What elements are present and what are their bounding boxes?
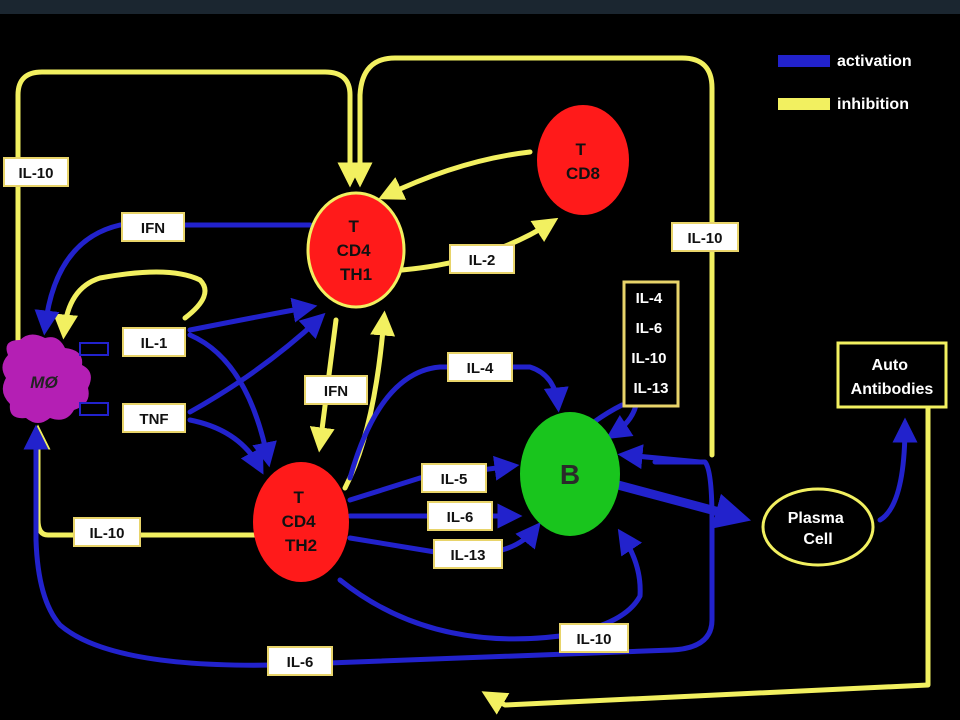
plasma-line-1: Plasma [788,510,844,527]
label-il10-left: IL-10 [3,157,69,187]
stack-il10: IL-10 [631,350,666,367]
macrophage-receptor-1 [79,342,109,356]
svg-text:T CD4 TH1: T CD4 TH1 [337,217,376,284]
svg-text:Auto Antibodies: Auto Antibodies [851,357,934,398]
label-il4: IL-4 [447,352,513,382]
label-ifn-top-text: IFN [141,220,165,237]
cd8-line-2: CD8 [566,164,600,183]
label-ifn-mid-text: IFN [324,383,348,400]
legend-activation-swatch [778,55,830,67]
arrow-stack-to-b-2 [591,402,625,425]
stack-il6: IL-6 [636,320,663,337]
label-il10-bottom-text: IL-10 [576,631,611,648]
macrophage-receptor-2 [79,402,109,416]
th2-line-1: T [293,488,304,507]
label-il13: IL-13 [433,539,503,569]
arrow-il10-b-to-th1 [347,55,715,458]
arrow-cd8-to-th1 [378,149,533,200]
legend-activation-label: activation [837,53,912,70]
legend-inhibition-label: inhibition [837,96,909,113]
arrow-il1-to-th1 [187,297,318,333]
node-th1: T CD4 TH1 [306,191,406,309]
legend: activation inhibition [778,53,912,113]
label-il10-right-text: IL-10 [687,230,722,247]
label-il1-text: IL-1 [141,335,168,352]
label-stack: IL-4 IL-6 IL-10 IL-13 [622,280,680,408]
arrow-th2-il10-to-mo [25,424,258,538]
label-il6-mid-text: IL-6 [447,509,474,526]
node-plasma-cell: Plasma Cell [761,487,875,567]
th2-line-3: TH2 [285,536,317,555]
arrow-b-to-plasma [616,480,752,529]
arrow-tnf-to-th2 [187,417,264,475]
node-macrophage: MØ [2,334,91,423]
b-cell-label: B [560,459,580,490]
cd8-line-1: T [575,140,586,159]
label-il6-mid: IL-6 [427,501,493,531]
node-cd8: T CD8 [537,105,629,215]
arrow-tnf-to-th1 [187,312,326,415]
macrophage-label: MØ [30,373,58,392]
arrow-il10-mo-to-th1 [15,69,363,348]
arrow-auto-feedback [481,405,931,715]
arrow-il1-loop [53,269,208,340]
label-il10-bottom: IL-10 [559,623,629,653]
svg-text:T CD4 TH2: T CD4 TH2 [282,488,321,555]
arrow-ifn-th1-to-mo [34,222,313,336]
th2-line-2: CD4 [282,512,317,531]
label-il10-left-text: IL-10 [18,165,53,182]
auto-line-2: Antibodies [851,381,934,398]
label-tnf: TNF [122,403,186,433]
arrow-il4-th2-to-b [347,364,569,481]
svg-text:IL-4 IL-6 IL-1: IL-4 IL-6 IL-10 IL-13 [631,290,670,397]
svg-text:Plasma Cell: Plasma Cell [788,510,849,548]
th1-line-2: CD4 [337,241,372,260]
label-il1: IL-1 [122,327,186,357]
plasma-line-2: Cell [803,531,832,548]
label-il10-th2-text: IL-10 [89,525,124,542]
svg-text:T CD8: T CD8 [566,140,600,183]
label-il4-text: IL-4 [467,360,494,377]
arrow-plasma-to-auto [877,417,918,523]
node-b-cell: B [520,412,620,536]
label-il6-bottom: IL-6 [267,646,333,676]
th1-line-3: TH1 [340,265,372,284]
label-il10-th2: IL-10 [73,517,141,547]
macrophage-shape [2,334,91,423]
label-il10-right: IL-10 [671,222,739,252]
label-il13-text: IL-13 [450,547,485,564]
arrow-il6-into-b [617,444,703,470]
node-th2: T CD4 TH2 [253,462,349,582]
label-ifn-mid: IFN [304,375,368,405]
node-auto-antibodies: Auto Antibodies [836,341,948,409]
top-bar [0,0,960,14]
label-il2: IL-2 [449,244,515,274]
label-il5: IL-5 [421,463,487,493]
label-tnf-text: TNF [139,411,168,428]
label-il6-bottom-text: IL-6 [287,654,314,671]
label-il2-text: IL-2 [469,252,496,269]
th1-line-1: T [348,217,359,236]
arrow-stack-to-b [605,402,639,440]
label-il5-text: IL-5 [441,471,468,488]
arrow-il1-to-th2 [187,332,277,468]
stack-il13: IL-13 [633,380,668,397]
label-ifn-top: IFN [121,212,185,242]
stack-il4: IL-4 [636,290,663,307]
auto-line-1: Auto [872,357,909,374]
legend-inhibition-swatch [778,98,830,110]
